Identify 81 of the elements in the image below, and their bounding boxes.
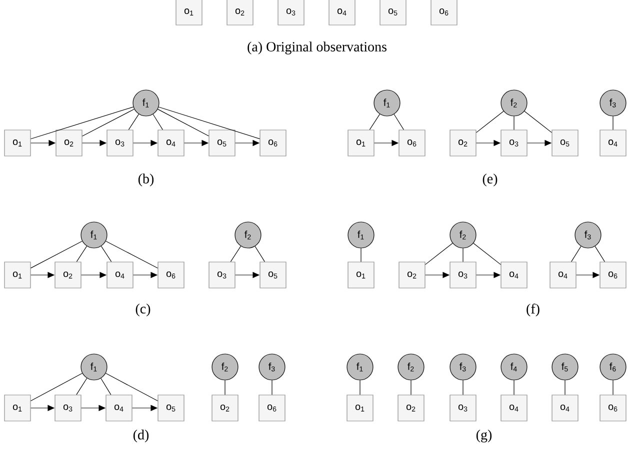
observation-box: o$_{1}$: [348, 262, 374, 288]
connector-line: [76, 246, 88, 262]
panel-caption: (b): [138, 174, 154, 186]
observation-box: o$_{1}$: [348, 130, 374, 156]
panel-caption: (e): [482, 174, 498, 186]
connector-line: [564, 380, 566, 395]
connector-line: [612, 116, 614, 130]
observation-box: o$_{1}$: [4, 130, 31, 156]
connector-line: [425, 242, 453, 265]
connector-line: [157, 108, 209, 136]
observation-box: o$_{1}$: [346, 394, 374, 422]
connector-line: [105, 372, 158, 402]
observation-box: o$_{6}$: [430, 0, 458, 26]
observation-box: o$_{6}$: [260, 130, 286, 156]
observation-box: o$_{6}$: [600, 262, 626, 288]
observation-box: o$_{2}$: [56, 130, 82, 156]
observation-box: o$_{5}$: [552, 130, 578, 156]
connector-line: [594, 246, 605, 262]
connector-line: [82, 108, 134, 136]
observation-box: o$_{1}$: [4, 262, 31, 288]
connector-line: [230, 246, 242, 262]
observation-box: o$_{3}$: [208, 262, 236, 288]
connector-line: [462, 380, 464, 395]
connector-line: [106, 240, 158, 268]
observation-box: o$_{4}$: [106, 262, 134, 288]
observation-box: o$_{5}$: [208, 130, 236, 156]
connector-line: [476, 110, 504, 133]
connector-line: [612, 380, 614, 395]
connector-line: [100, 378, 112, 395]
observation-box: o$_{6}$: [158, 262, 184, 288]
observation-box: o$_{3}$: [106, 130, 134, 156]
connector-line: [394, 114, 404, 130]
connector-line: [100, 246, 112, 262]
connector-line: [224, 380, 226, 395]
observation-box: o$_{4}$: [500, 262, 528, 288]
observation-box: o$_{3}$: [278, 0, 304, 26]
observation-box: o$_{1}$: [4, 394, 31, 422]
observation-box: o$_{2}$: [398, 394, 424, 422]
observation-box: o$_{4}$: [158, 130, 184, 156]
connector-line: [128, 114, 140, 130]
observation-box: o$_{4}$: [500, 394, 528, 422]
observation-box: o$_{4}$: [600, 130, 626, 156]
panel-caption: (d): [133, 430, 149, 442]
observation-box: o$_{1}$: [176, 0, 202, 26]
connector-line: [30, 106, 134, 140]
observation-box: o$_{4}$: [552, 394, 578, 422]
connector-line: [30, 372, 83, 402]
observation-box: o$_{6}$: [258, 394, 286, 422]
connector-line: [410, 380, 412, 395]
connector-line: [571, 246, 582, 262]
observation-box: o$_{6}$: [600, 394, 626, 422]
panel-caption: (c): [136, 304, 150, 316]
observation-box: o$_{2}$: [54, 262, 82, 288]
observation-box: o$_{3}$: [500, 130, 528, 156]
connector-line: [254, 246, 265, 262]
connector-line: [152, 114, 163, 130]
observation-box: o$_{4}$: [328, 0, 356, 26]
connector-line: [524, 110, 552, 133]
observation-box: o$_{5}$: [380, 0, 406, 26]
observation-box: o$_{4}$: [106, 394, 132, 422]
connector-line: [369, 114, 380, 130]
connector-line: [30, 240, 83, 268]
observation-box: o$_{3}$: [54, 394, 82, 422]
panel-caption: (a) Original observations: [248, 42, 386, 54]
connector-line: [76, 378, 88, 395]
panel-caption: (f): [526, 304, 540, 316]
observation-box: o$_{2}$: [398, 262, 426, 288]
observation-box: o$_{3}$: [450, 262, 476, 288]
connector-line: [360, 248, 362, 262]
connector-line: [158, 106, 260, 140]
connector-line: [462, 248, 464, 262]
observation-box: o$_{5}$: [260, 262, 286, 288]
observation-box: o$_{3}$: [450, 394, 476, 422]
observation-box: o$_{5}$: [158, 394, 184, 422]
observation-box: o$_{2}$: [226, 0, 254, 26]
connector-line: [473, 242, 501, 265]
observation-box: o$_{4}$: [550, 262, 576, 288]
panel-caption: (g): [476, 430, 492, 442]
observation-box: o$_{2}$: [212, 394, 238, 422]
observation-box: o$_{2}$: [450, 130, 476, 156]
observation-box: o$_{6}$: [398, 130, 426, 156]
